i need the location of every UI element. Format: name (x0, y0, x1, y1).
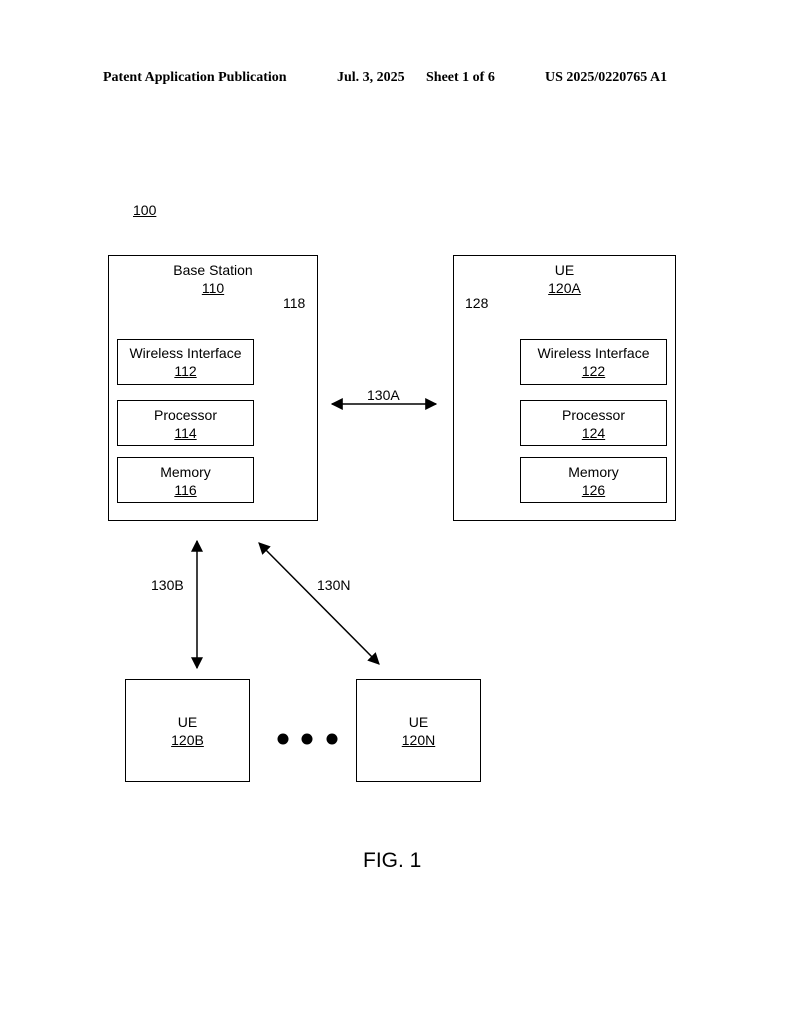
processor-124-ref: 124 (581, 425, 606, 441)
ue-120a-title: UE 120A (453, 261, 676, 297)
memory-116-box (117, 457, 254, 503)
processor-114-box (117, 400, 254, 446)
wireless-interface-112: Wireless Interface 112 (117, 344, 254, 380)
memory-116-ref: 116 (174, 482, 197, 498)
processor-124: Processor 124 (520, 406, 667, 442)
wireless-interface-122-ref: 122 (581, 363, 606, 379)
wireless-interface-122-label: Wireless Interface (537, 345, 650, 361)
link-130n-arrow (258, 542, 380, 665)
figure-ref: 100 (133, 202, 157, 218)
memory-116: Memory 116 (117, 463, 254, 499)
base-station-title: Base Station 110 (108, 261, 318, 297)
memory-126-box (520, 457, 667, 503)
ue-120a-ref: 120A (548, 280, 581, 296)
wireless-interface-122-box (520, 339, 667, 385)
base-station-ref: 110 (201, 280, 225, 296)
publication-title: Patent Application Publication (103, 70, 287, 85)
sheet-number: Sheet 1 of 6 (426, 70, 495, 85)
figure-caption: FIG. 1 (363, 849, 422, 872)
wireless-interface-112-box (117, 339, 254, 385)
ue-120b: UE 120B (125, 713, 250, 749)
base-station-label: Base Station (173, 262, 253, 278)
wireless-interface-122: Wireless Interface 122 (520, 344, 667, 380)
ue-120b-box (125, 679, 250, 782)
processor-124-box (520, 400, 667, 446)
ue-120n-ref: 120N (401, 732, 436, 748)
memory-126-ref: 126 (581, 482, 606, 498)
antenna-128-ref: 128 (465, 295, 489, 311)
link-130a-label: 130A (367, 387, 400, 403)
ue-120n-label: UE (408, 714, 429, 730)
link-130b-label: 130B (151, 577, 184, 593)
ue-120a-label: UE (554, 262, 575, 278)
ue-120n-box (356, 679, 481, 782)
memory-116-label: Memory (160, 464, 211, 480)
patent-number: US 2025/0220765 A1 (545, 70, 668, 85)
publication-date: Jul. 3, 2025 (337, 70, 405, 85)
antenna-118-ref: 118 (283, 295, 306, 311)
wireless-interface-112-ref: 112 (174, 363, 197, 379)
memory-126: Memory 126 (520, 463, 667, 499)
ellipsis-dot (326, 733, 338, 745)
ue-120b-ref: 120B (171, 732, 204, 748)
processor-114-label: Processor (153, 407, 218, 423)
ellipsis-dot (277, 733, 289, 745)
processor-114-ref: 114 (174, 425, 197, 441)
ellipsis-dot (301, 733, 313, 745)
processor-124-label: Processor (561, 407, 626, 423)
ue-120b-label: UE (177, 714, 198, 730)
processor-114: Processor 114 (117, 406, 254, 442)
memory-126-label: Memory (568, 464, 619, 480)
wireless-interface-112-label: Wireless Interface (129, 345, 242, 361)
ue-120n: UE 120N (356, 713, 481, 749)
link-130n-label: 130N (317, 577, 351, 593)
